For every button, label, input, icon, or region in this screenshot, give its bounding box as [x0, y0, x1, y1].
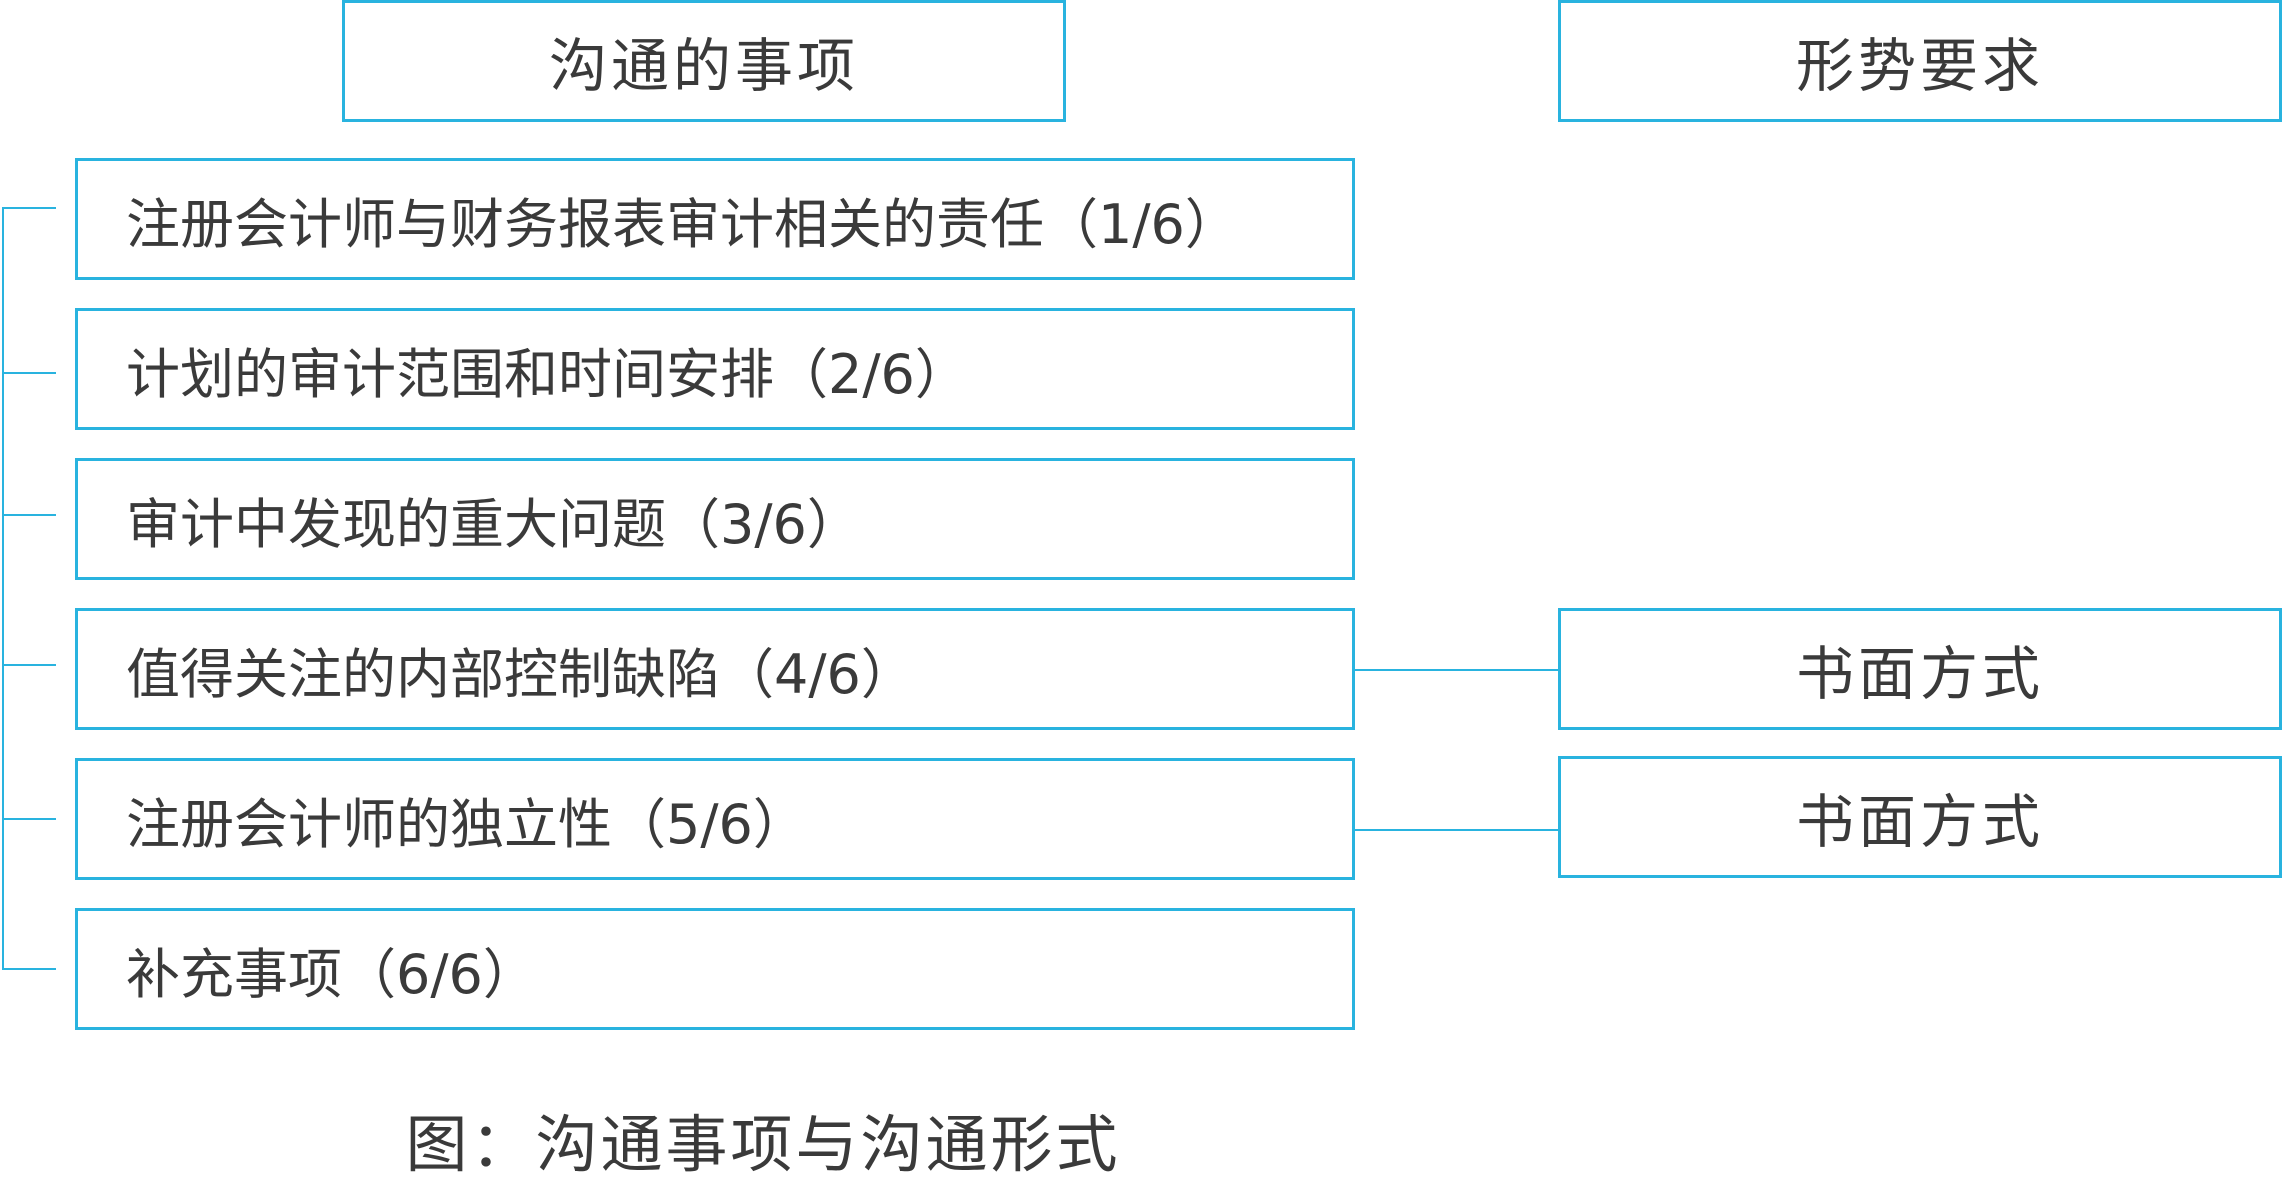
item-label-2: 计划的审计范围和时间安排（2/6） [126, 342, 969, 406]
connector-item-5-to-form-2 [1355, 829, 1558, 831]
bracket-vertical-line [2, 207, 4, 970]
item-box-1: 注册会计师与财务报表审计相关的责任（1/6） [75, 158, 1355, 280]
form-box-2: 书面方式 [1558, 756, 2282, 878]
header-form-requirement-label: 形势要求 [1795, 32, 2044, 100]
figure-caption: 图：沟通事项与沟通形式 [405, 1108, 1121, 1181]
item-label-1: 注册会计师与财务报表审计相关的责任（1/6） [126, 192, 1239, 256]
header-communication-items-label: 沟通的事项 [548, 32, 859, 100]
form-label-2: 书面方式 [1795, 788, 2044, 856]
item-label-4: 值得关注的内部控制缺陷（4/6） [126, 642, 915, 706]
bracket-tick-4 [2, 664, 56, 666]
item-box-3: 审计中发现的重大问题（3/6） [75, 458, 1355, 580]
item-box-4: 值得关注的内部控制缺陷（4/6） [75, 608, 1355, 730]
item-label-6: 补充事项（6/6） [126, 942, 537, 1006]
bracket-tick-6 [2, 968, 56, 970]
header-communication-items: 沟通的事项 [342, 0, 1066, 122]
item-box-6: 补充事项（6/6） [75, 908, 1355, 1030]
item-label-3: 审计中发现的重大问题（3/6） [126, 492, 861, 556]
bracket-tick-1 [2, 207, 56, 209]
item-label-5: 注册会计师的独立性（5/6） [126, 792, 807, 856]
header-form-requirement: 形势要求 [1558, 0, 2282, 122]
bracket-tick-2 [2, 372, 56, 374]
item-box-2: 计划的审计范围和时间安排（2/6） [75, 308, 1355, 430]
bracket-tick-3 [2, 514, 56, 516]
item-box-5: 注册会计师的独立性（5/6） [75, 758, 1355, 880]
connector-item-4-to-form-1 [1355, 669, 1558, 671]
form-box-1: 书面方式 [1558, 608, 2282, 730]
form-label-1: 书面方式 [1795, 640, 2044, 708]
bracket-tick-5 [2, 818, 56, 820]
